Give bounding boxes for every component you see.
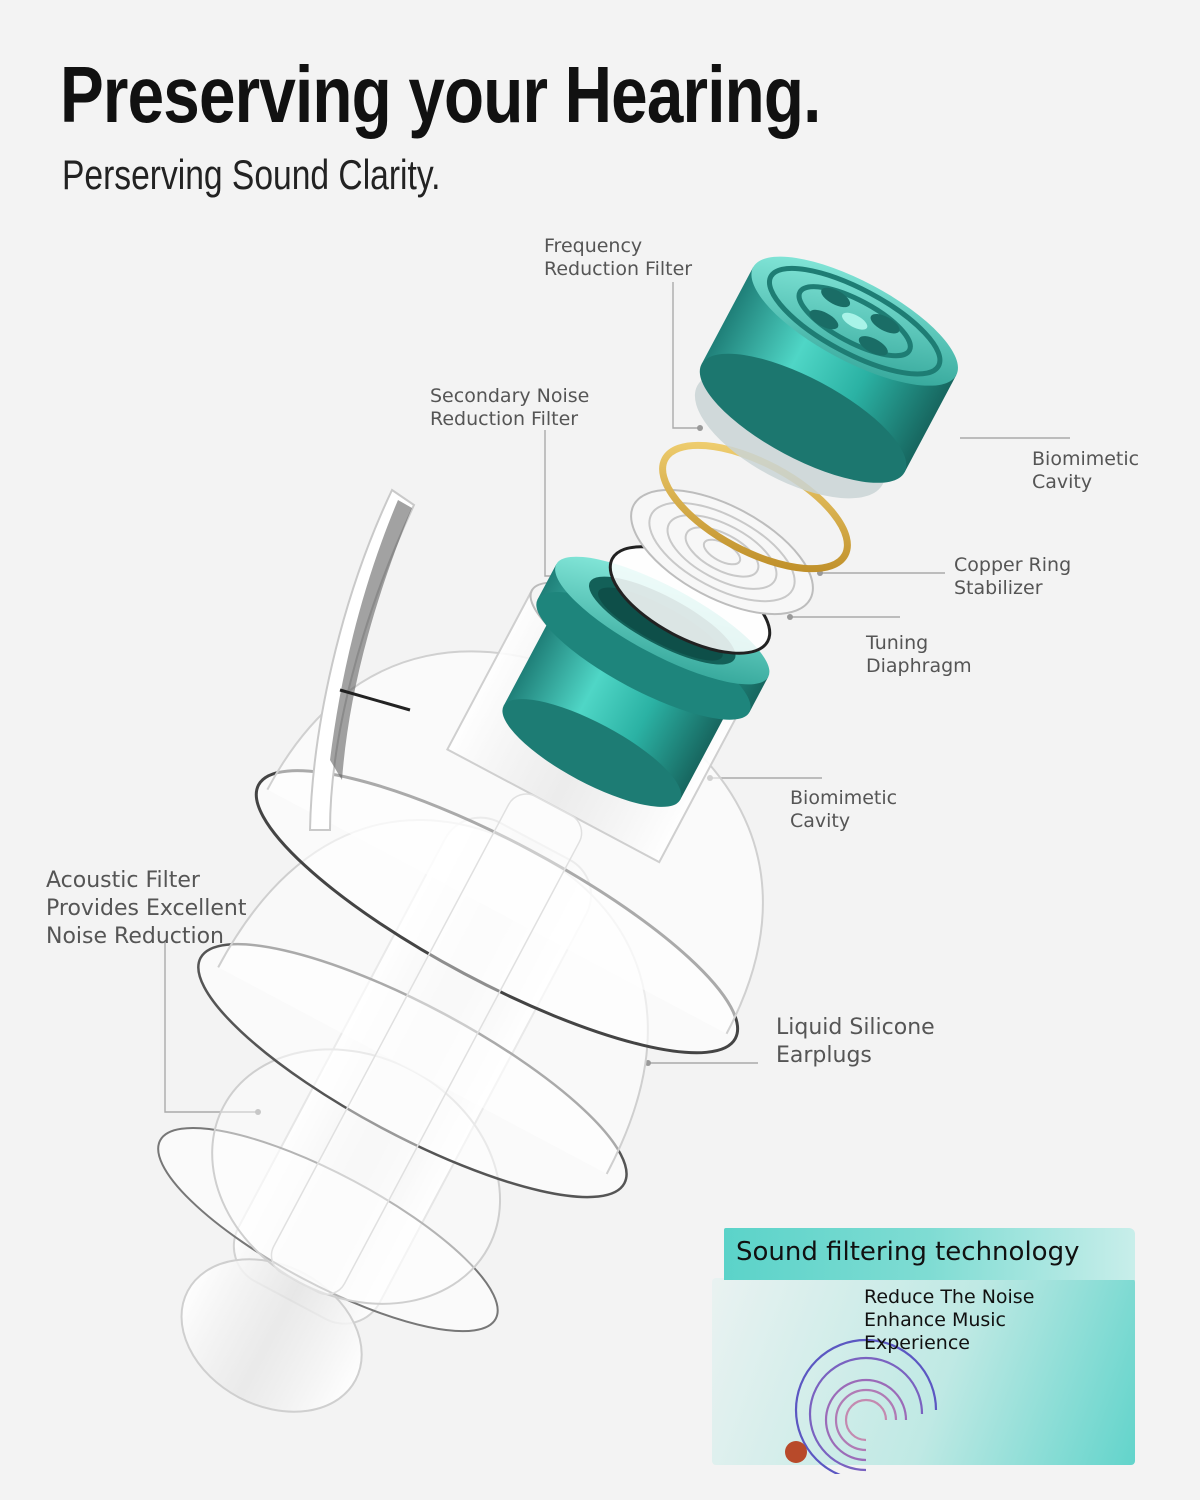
sound-filtering-card: Sound filtering technology Reduce The No… <box>712 1228 1135 1474</box>
label-line: Cavity <box>790 810 851 832</box>
label-line: Reduction Filter <box>544 258 693 280</box>
leader-lines <box>164 282 1070 1113</box>
label-line: Acoustic Filter <box>46 868 200 893</box>
card-heading: Sound filtering technology <box>736 1237 1080 1267</box>
label-line: Stabilizer <box>954 577 1043 599</box>
page-title: Preserving your Hearing. <box>60 50 821 139</box>
label-line: Secondary Noise <box>430 385 590 407</box>
label-line: Biomimetic <box>1032 448 1140 470</box>
label-biomimetic-middle: Biomimetic Cavity <box>790 787 897 833</box>
label-copper-ring: Copper Ring Stabilizer <box>954 554 1071 600</box>
label-line: Provides Excellent <box>46 896 247 921</box>
biomimetic-cavity-middle <box>502 556 770 807</box>
label-line: Noise Reduction <box>46 924 224 949</box>
label-tuning-diaphragm: Tuning Diaphragm <box>866 632 972 678</box>
card-heading-bar: Sound filtering technology <box>724 1228 1135 1280</box>
biomimetic-cavity-top <box>699 256 958 483</box>
label-line: Biomimetic <box>790 787 898 809</box>
label-line: Reduction Filter <box>430 408 579 430</box>
label-line: Tuning <box>866 632 929 654</box>
label-secondary-filter: Secondary Noise Reduction Filter <box>430 385 589 431</box>
card-line: Reduce The Noise <box>864 1286 1035 1308</box>
label-line: Copper Ring <box>954 554 1072 576</box>
label-frequency-filter: Frequency Reduction Filter <box>544 235 692 281</box>
page-subtitle: Perserving Sound Clarity. <box>62 151 441 198</box>
label-biomimetic-top: Biomimetic Cavity <box>1032 448 1139 494</box>
ear-fin <box>308 488 416 831</box>
card-line: Experience <box>864 1332 970 1354</box>
label-line: Diaphragm <box>866 655 972 677</box>
sound-wave-icon <box>785 1338 938 1474</box>
card-text: Reduce The Noise Enhance Music Experienc… <box>864 1286 1034 1355</box>
label-line: Earplugs <box>776 1043 872 1068</box>
silicone-earplug <box>157 581 764 1413</box>
label-liquid-silicone: Liquid Silicone Earplugs <box>776 1014 935 1070</box>
label-line: Frequency <box>544 235 643 257</box>
label-line: Liquid Silicone <box>776 1015 935 1040</box>
card-line: Enhance Music <box>864 1309 1007 1331</box>
label-line: Cavity <box>1032 471 1093 493</box>
label-acoustic-filter: Acoustic Filter Provides Excellent Noise… <box>46 867 246 951</box>
